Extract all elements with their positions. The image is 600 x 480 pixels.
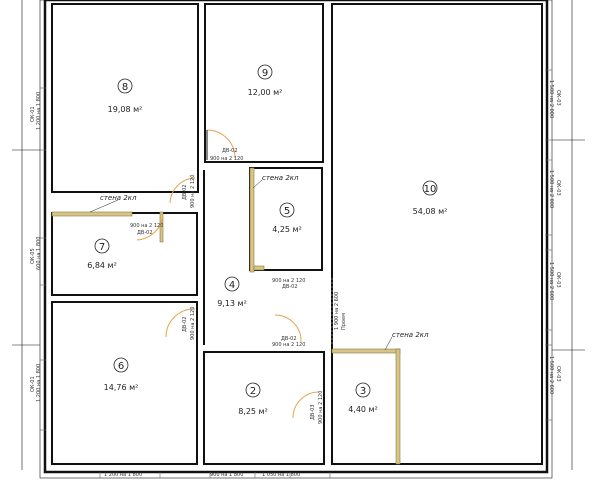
window-size-top-left: 1 200 на 1 800	[36, 92, 42, 130]
window-ok01-top: ОК-01	[30, 106, 36, 122]
room-2-area: 8,25 м²	[238, 407, 268, 416]
window-size-ok05: 600 на 1 800	[36, 237, 42, 270]
door-label-room-5: ДВ-02	[282, 284, 298, 290]
door-size-room-9: 900 на 2 120	[210, 156, 243, 162]
window-size-right-4: 1 500 на 2 600	[548, 356, 554, 394]
partition-walls	[51, 167, 401, 465]
room-8-area: 19,08 м²	[108, 105, 143, 114]
window-ok05: ОК-05	[30, 248, 36, 264]
window-labels-right: 1 500 на 2 000 ОК-03 1 500 на 2 000 ОК-0…	[548, 80, 561, 394]
room-3-area: 4,40 м²	[348, 405, 378, 414]
room-markers	[94, 64, 438, 398]
opening-label: Проем	[341, 313, 347, 330]
door-label-room-6: ДВ-02	[182, 316, 188, 332]
room-labels: 8 19,08 м² 9 12,00 м² 10 54,08 м² 5 4,25…	[87, 68, 447, 416]
window-labels-left: ОК-01 1 200 на 1 800 ОК-05 600 на 1 800 …	[30, 92, 42, 402]
window-size-bottom-2: 900 на 1 800	[210, 472, 243, 478]
window-size-right-2: 1 500 на 2 000	[548, 170, 554, 208]
window-ok03-2: ОК-03	[555, 180, 561, 196]
room-6-number: 6	[118, 361, 124, 372]
room-4-area: 9,13 м²	[217, 299, 247, 308]
room-7-area: 6,84 м²	[87, 261, 117, 270]
room-2-number: 2	[250, 386, 256, 397]
opening: 1 900 на 2 600 Проем	[331, 278, 347, 345]
door-size-room-7: 900 на 2 120	[130, 223, 163, 229]
window-size-bottom-left: 1 200 на 1 800	[36, 364, 42, 402]
wall-note-room-5: стена 2кл	[262, 174, 299, 182]
wall-note-room-3: стена 2кл	[392, 331, 429, 339]
window-labels-bottom: 1 200 на 1 800 900 на 1 800 1 050 на 1 8…	[104, 472, 300, 478]
window-ok03-1: ОК-03	[555, 90, 561, 106]
door-labels: ДВ-02 900 на 2 120 900 на 2 120 ДВ-02 90…	[130, 148, 324, 424]
room-6-area: 14,76 м²	[104, 383, 139, 392]
room-3-number: 3	[360, 386, 366, 397]
wall-notes: стена 2кл стена 2кл стена 2кл	[89, 174, 429, 351]
door-label-room-8: ДВ-02	[182, 184, 188, 200]
doors	[136, 129, 319, 419]
door-label-room-9: ДВ-02	[222, 148, 238, 154]
window-size-bottom-3: 1 050 на 1 800	[262, 472, 300, 478]
door-label-room-2: ДВ-02	[281, 336, 297, 342]
window-marks	[40, 69, 552, 478]
door-size-room-5: 900 на 2 120	[272, 278, 305, 284]
room-9-number: 9	[262, 68, 268, 79]
room-5-number: 5	[284, 206, 290, 217]
room-7-number: 7	[99, 242, 105, 253]
window-ok03-3: ОК-03	[555, 272, 561, 288]
room-10-area: 54,08 м²	[413, 207, 448, 216]
wall-note-room-8: стена 2кл	[100, 194, 137, 202]
door-label-room-3: ДВ-03	[310, 404, 316, 420]
room-8-number: 8	[122, 82, 128, 93]
room-10-number: 10	[424, 184, 437, 195]
room-5-area: 4,25 м²	[272, 225, 302, 234]
door-size-room-3: 900 на 2 120	[318, 391, 324, 424]
door-size-room-8: 900 на 2 120	[190, 175, 196, 208]
outer-walls	[12, 0, 585, 479]
door-label-room-7: ДВ-02	[137, 230, 153, 236]
opening-size: 1 900 на 2 600	[334, 292, 340, 330]
door-size-room-6: 900 на 2 120	[190, 307, 196, 340]
room-9-area: 12,00 м²	[248, 88, 283, 97]
door-size-room-2: 900 на 2 120	[272, 342, 305, 348]
window-size-right-3: 1 500 на 2 600	[548, 262, 554, 300]
window-size-bottom-1: 1 200 на 1 800	[104, 472, 142, 478]
window-ok01-bottom: ОК-01	[30, 376, 36, 392]
room-outlines	[51, 3, 543, 465]
room-4-number: 4	[229, 280, 235, 291]
window-size-right-1: 1 500 на 2 000	[548, 80, 554, 118]
window-ok03-4: ОК-03	[555, 366, 561, 382]
